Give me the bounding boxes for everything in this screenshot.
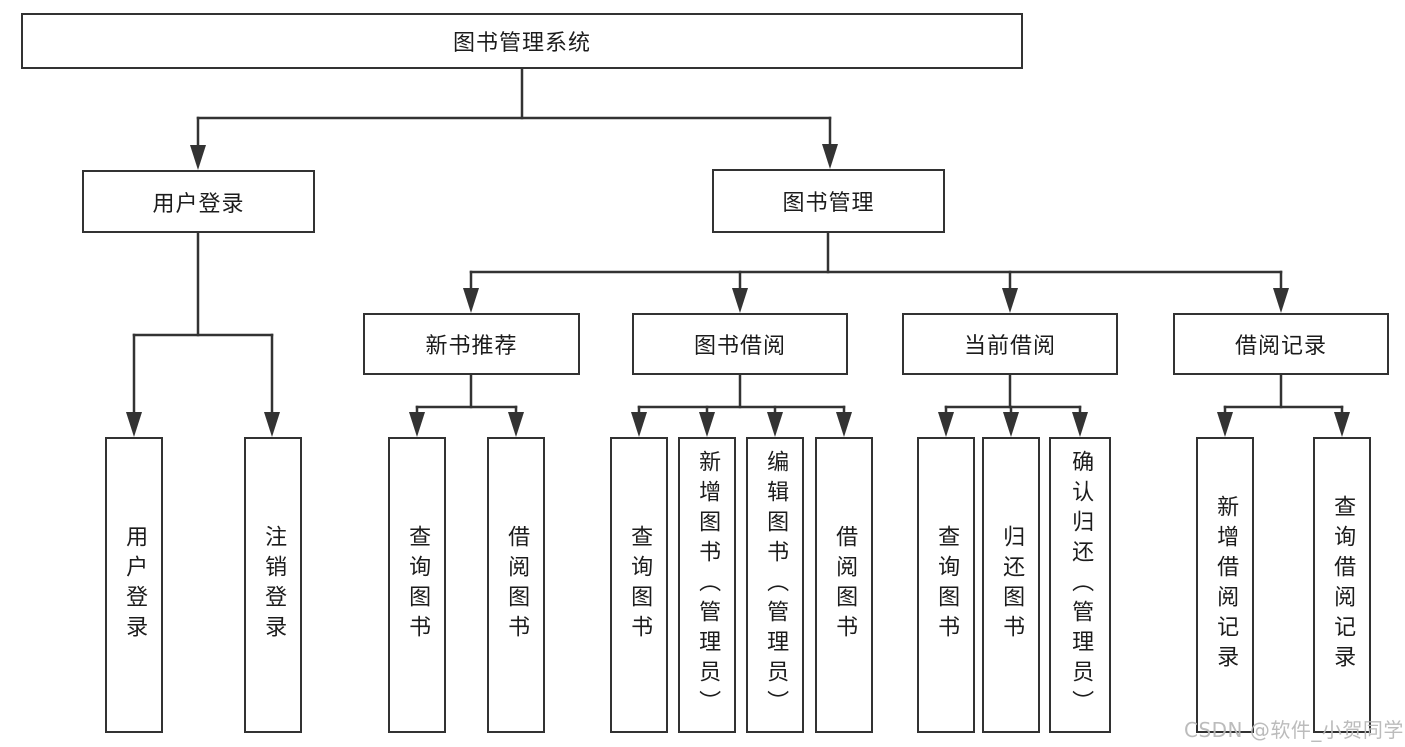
node-label: 查询借阅记录 [1330,495,1356,675]
node-current-borrowing: 当前借阅 [902,313,1118,375]
leaf-borrow-book-recommend: 借阅图书 [487,437,545,733]
leaf-query-book-borrow: 查询图书 [610,437,668,733]
node-user-login: 用户登录 [82,170,315,233]
node-label: 查询图书 [627,525,653,645]
node-label: 借阅图书 [504,525,530,645]
node-book-management: 图书管理 [712,169,945,233]
node-library-system: 图书管理系统 [21,13,1023,69]
node-label: 确认归还（管理员） [1068,450,1094,720]
node-new-book-recommendation: 新书推荐 [363,313,580,375]
node-label: 借阅记录 [1234,334,1327,359]
node-label: 注销登录 [261,525,287,645]
node-label: 用户登录 [152,191,245,217]
watermark: CSDN @软件_小贺同学 [1184,718,1404,742]
node-borrowing-records: 借阅记录 [1173,313,1389,375]
node-label: 借阅图书 [832,525,858,645]
leaf-query-book-recommend: 查询图书 [388,437,446,733]
node-label: 编辑图书（管理员） [763,450,789,720]
leaf-query-book-current: 查询图书 [917,437,975,733]
node-label: 新增图书（管理员） [695,450,721,720]
node-label: 查询图书 [934,525,960,645]
leaf-add-borrow-record: 新增借阅记录 [1196,437,1254,733]
leaf-edit-book-admin: 编辑图书（管理员） [746,437,804,733]
leaf-borrow-book: 借阅图书 [815,437,873,733]
node-book-borrowing: 图书借阅 [632,313,848,375]
node-label: 用户登录 [122,525,148,645]
leaf-user-login: 用户登录 [105,437,163,733]
node-label: 查询图书 [405,525,431,645]
leaf-logout: 注销登录 [244,437,302,733]
node-label: 归还图书 [999,525,1025,645]
leaf-return-book: 归还图书 [982,437,1040,733]
node-label: 新书推荐 [425,334,518,359]
leaf-add-book-admin: 新增图书（管理员） [678,437,736,733]
node-label: 新增借阅记录 [1213,495,1239,675]
leaf-confirm-return-admin: 确认归还（管理员） [1049,437,1111,733]
node-label: 图书管理 [782,191,875,216]
node-label: 当前借阅 [963,334,1056,359]
node-label: 图书借阅 [693,334,786,359]
leaf-query-borrow-record: 查询借阅记录 [1313,437,1371,733]
node-label: 图书管理系统 [452,31,591,56]
